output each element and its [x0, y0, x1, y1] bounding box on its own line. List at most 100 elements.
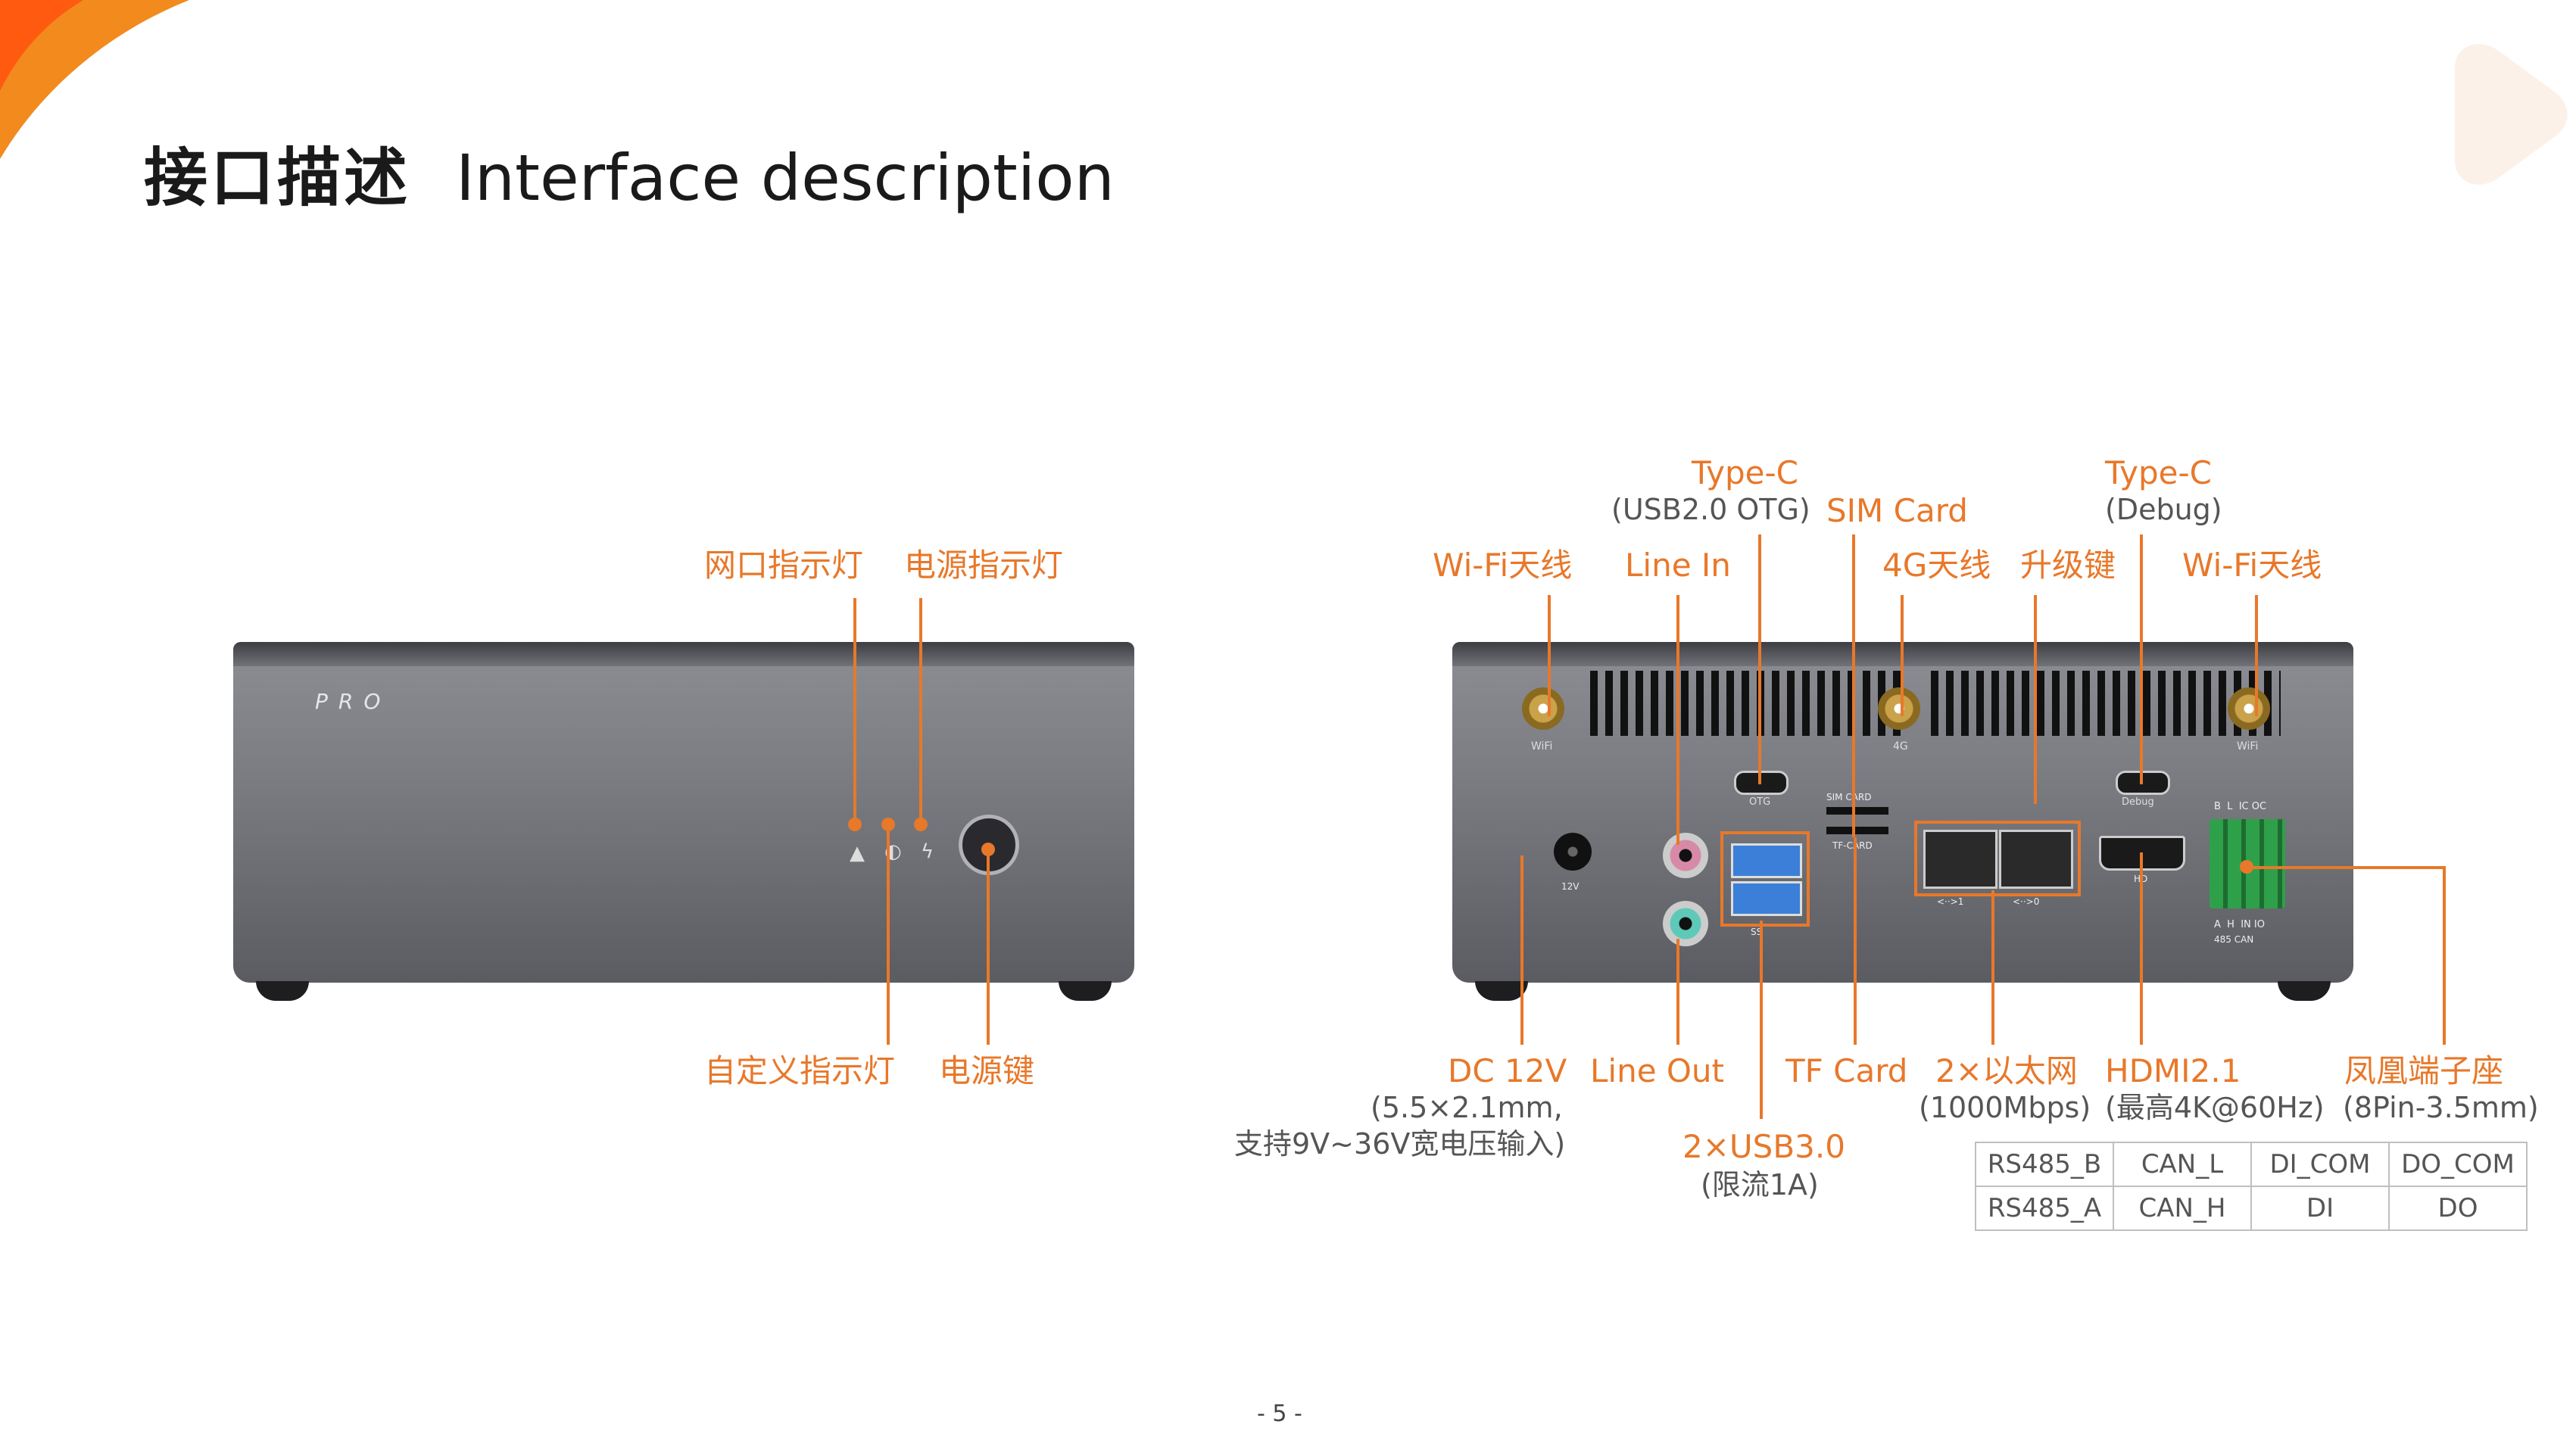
table-cell: RS485_B [1975, 1142, 2114, 1187]
label-typec-debug: Type-C [2105, 454, 2212, 491]
silk-12v: 12V [1561, 881, 1580, 892]
label-hdmi-sub: (最高4K@60Hz) [2105, 1091, 2325, 1124]
label-ethernet-sub: (1000Mbps) [1919, 1091, 2091, 1124]
leader-line [2034, 595, 2037, 804]
table-cell: DI_COM [2250, 1142, 2390, 1187]
label-power-button: 电源键 [939, 1052, 1035, 1089]
line-out-jack[interactable] [1663, 901, 1708, 946]
dc-jack[interactable] [1554, 833, 1592, 871]
label-ethernet: 2×以太网 [1935, 1052, 2078, 1089]
usb3-port[interactable] [1731, 843, 1802, 878]
vent-grille-right [1931, 671, 2281, 736]
label-power-led: 电源指示灯 [904, 547, 1064, 584]
leader-line [2247, 866, 2444, 869]
typec-otg-port[interactable] [1734, 771, 1789, 795]
label-upgrade-key: 升级键 [2020, 547, 2116, 584]
silk-otg: OTG [1749, 796, 1771, 808]
device-foot [256, 981, 309, 1001]
label-usb3: 2×USB3.0 [1683, 1128, 1845, 1165]
leader-dot [881, 818, 895, 831]
silk-eth1: <··>1 [1937, 896, 1964, 907]
leader-line [1901, 595, 1904, 716]
title-english: Interface description [456, 141, 1115, 215]
silk-eth0: <··>0 [2013, 896, 2040, 907]
page-title: 接口描述 Interface description [144, 127, 1115, 219]
table-cell: RS485_A [1975, 1186, 2114, 1231]
table-row: RS485_A CAN_H DI DO [1975, 1186, 2528, 1231]
leader-line [887, 825, 890, 1045]
leader-line [1760, 921, 1763, 1119]
leader-line [1852, 534, 1855, 837]
table-row: RS485_B CAN_L DI_COM DO_COM [1975, 1142, 2528, 1187]
title-chinese: 接口描述 [144, 141, 411, 215]
label-dc-sub2: 支持9V~36V宽电压输入) [1234, 1127, 1566, 1161]
typec-debug-port[interactable] [2116, 771, 2170, 795]
label-custom-led: 自定义指示灯 [704, 1052, 896, 1089]
leader-line [1991, 890, 1994, 1045]
device-foot [2278, 981, 2331, 1001]
terminal-pin-table: RS485_B CAN_L DI_COM DO_COM RS485_A CAN_… [1975, 1142, 2528, 1231]
label-wifi-right: Wi-Fi天线 [2182, 547, 2322, 584]
usb3-port-group [1720, 831, 1810, 927]
leader-line [2140, 852, 2143, 1045]
ethernet-port-group [1914, 821, 2081, 896]
wifi-antenna-left [1522, 687, 1564, 730]
faded-play-logo [2455, 44, 2568, 185]
silk-term-bottom: A H IN IO [2214, 919, 2265, 930]
leader-line [2443, 866, 2446, 1045]
leader-dot [2240, 860, 2253, 874]
leader-line [1758, 534, 1761, 784]
device-front-view: PRO ▲ ◐ ϟ [233, 642, 1134, 1001]
label-sim-card: SIM Card [1826, 492, 1968, 529]
label-4g-antenna: 4G天线 [1882, 547, 1991, 584]
label-net-led: 网口指示灯 [704, 547, 864, 584]
leader-line [1548, 595, 1551, 716]
leader-line [1854, 837, 1857, 1045]
label-dc-sub1: (5.5×2.1mm, [1371, 1091, 1563, 1124]
leader-line [1676, 595, 1679, 845]
silk-wifi: WiFi [1531, 740, 1553, 753]
tf-card-slot[interactable] [1826, 827, 1888, 834]
leader-line [919, 598, 922, 818]
corner-decoration [0, 0, 189, 159]
silk-4g: 4G [1893, 740, 1908, 753]
silk-debug: Debug [2122, 796, 2154, 808]
usb3-port[interactable] [1731, 881, 1802, 916]
sim-card-slot[interactable] [1826, 807, 1888, 815]
table-cell: DO_COM [2388, 1142, 2528, 1187]
leader-line [1520, 855, 1523, 1045]
table-cell: DI [2250, 1186, 2390, 1231]
device-foot [1475, 981, 1528, 1001]
table-cell: CAN_L [2113, 1142, 2252, 1187]
silk-term-top: B L IC OC [2214, 801, 2267, 812]
device-front-top [233, 642, 1134, 666]
ethernet-port[interactable] [1999, 830, 2073, 889]
leader-line [2140, 534, 2143, 784]
silk-sim: SIM CARD [1826, 792, 1872, 802]
silk-wifi: WiFi [2237, 740, 2259, 753]
antenna-4g [1878, 687, 1920, 730]
leader-dot [848, 818, 862, 831]
label-tf-card: TF Card [1785, 1052, 1908, 1089]
vent-grille-left [1590, 671, 1908, 736]
leader-line [1676, 939, 1679, 1045]
label-usb3-sub: (限流1A) [1701, 1168, 1819, 1201]
label-line-in: Line In [1625, 547, 1731, 584]
wifi-antenna-right [2228, 687, 2270, 730]
label-line-out: Line Out [1590, 1052, 1725, 1089]
network-icon: ▲ [850, 842, 865, 865]
table-cell: DO [2388, 1186, 2528, 1231]
label-phoenix-sub: (8Pin-3.5mm) [2343, 1091, 2539, 1124]
line-in-jack[interactable] [1663, 833, 1708, 878]
power-lightning-icon: ϟ [921, 840, 934, 863]
label-typec-debug-sub: (Debug) [2105, 493, 2222, 526]
page-number: - 5 - [1257, 1401, 1302, 1427]
device-front-body [233, 642, 1134, 983]
silk-ss: SS [1751, 927, 1763, 937]
leader-dot [914, 818, 928, 831]
brand-logo: PRO [315, 689, 391, 714]
table-cell: CAN_H [2113, 1186, 2252, 1231]
leader-line [853, 598, 856, 818]
ethernet-port[interactable] [1923, 830, 1997, 889]
leader-line [987, 849, 990, 1045]
